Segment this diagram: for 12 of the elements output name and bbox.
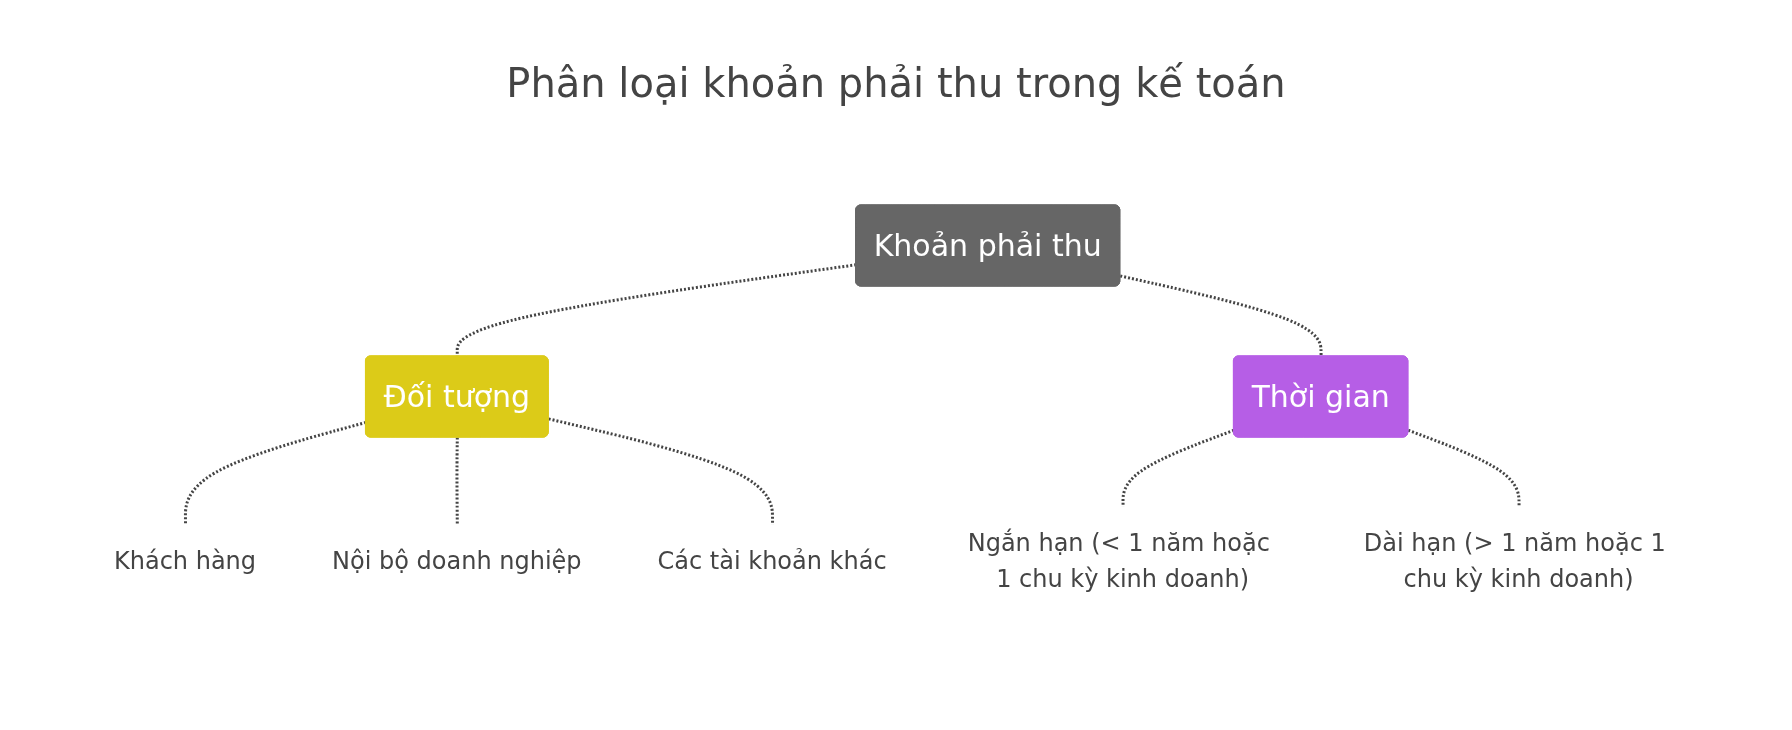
node-text: Khách hàng <box>113 547 256 575</box>
diagram-title: Phân loại khoản phải thu trong kế toán <box>505 60 1287 108</box>
connector <box>455 437 459 526</box>
node-text: Ngắn hạn (< 1 năm hoặc 1 chu kỳ kinh doanh) <box>967 529 1270 593</box>
connector <box>548 417 774 526</box>
connector <box>1407 428 1521 508</box>
connector <box>1119 274 1323 357</box>
connector <box>1121 428 1235 508</box>
node-text: Dài hạn (> 1 năm hoặc 1 chu kỳ kinh doanh) <box>1363 529 1666 593</box>
connector <box>183 420 367 526</box>
node-text: Các tài khoản khác <box>657 547 887 575</box>
node-text: Nội bộ doanh nghiệp <box>331 547 582 575</box>
